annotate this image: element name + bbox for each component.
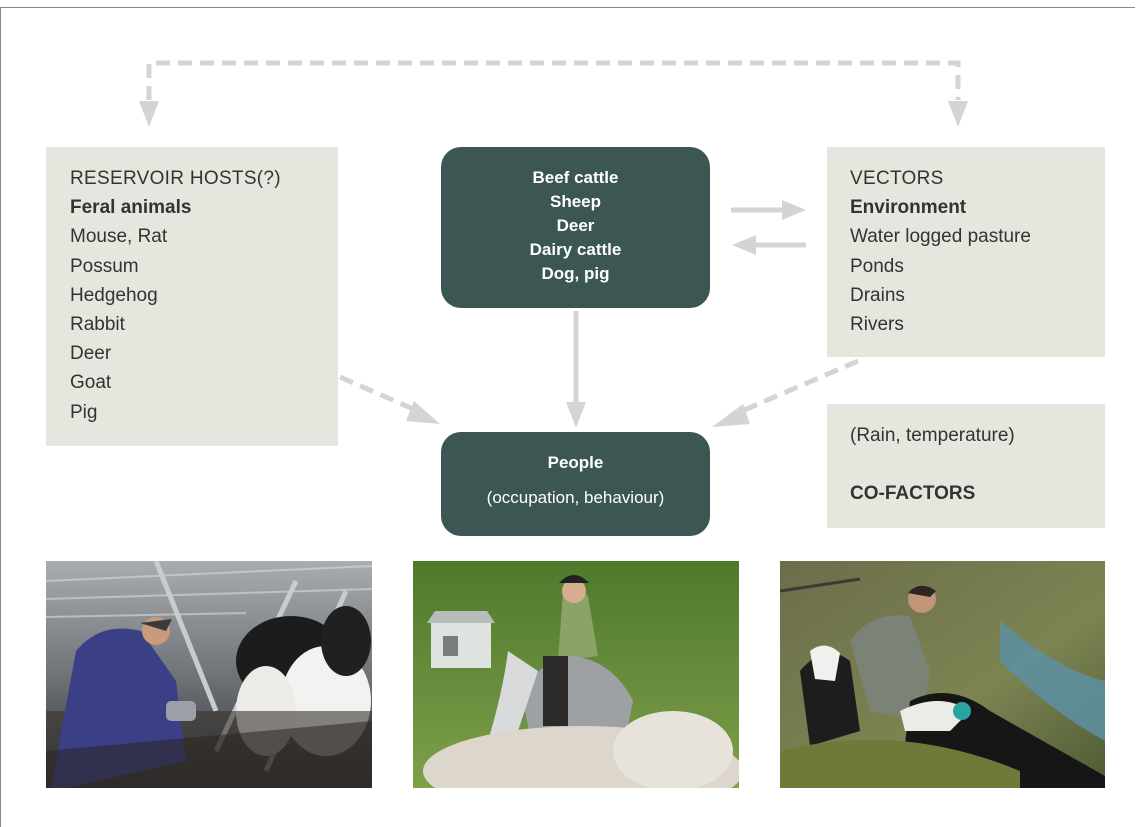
people-note: (occupation, behaviour) bbox=[486, 488, 665, 507]
reservoir-subheading: Feral animals bbox=[70, 197, 192, 219]
livestock-item: Dairy cattle bbox=[529, 240, 622, 259]
vectors-item: Water logged pasture bbox=[850, 226, 1031, 248]
dashed-vectors-to-people bbox=[734, 358, 859, 417]
reservoir-item: Hedgehog bbox=[70, 284, 158, 306]
vectors-item: Drains bbox=[850, 284, 905, 306]
arrowhead-livestock-to-vectors bbox=[782, 200, 806, 220]
figure-frame bbox=[0, 7, 1135, 827]
reservoir-hosts-box: RESERVOIR HOSTS(?) Feral animals Mouse, … bbox=[46, 147, 338, 446]
cofactors-box: (Rain, temperature) CO-FACTORS bbox=[827, 404, 1105, 528]
arrowhead-livestock-to-people bbox=[566, 402, 586, 428]
reservoir-item: Deer bbox=[70, 343, 112, 365]
livestock-item: Dog, pig bbox=[541, 264, 610, 283]
photo-horse-rider bbox=[413, 561, 739, 788]
vectors-item: Rivers bbox=[850, 314, 904, 336]
reservoir-heading: RESERVOIR HOSTS(?) bbox=[70, 168, 281, 189]
livestock-item: Beef cattle bbox=[532, 168, 619, 187]
vectors-box: VECTORS Environment Water logged pasture… bbox=[827, 147, 1105, 357]
reservoir-item: Goat bbox=[70, 372, 112, 394]
dashed-link-top bbox=[146, 60, 961, 100]
livestock-item: Deer bbox=[556, 216, 595, 235]
arrowhead-to-vectors bbox=[948, 101, 968, 127]
dashed-reservoir-to-people bbox=[338, 374, 422, 415]
cofactors-heading: CO-FACTORS bbox=[850, 483, 976, 505]
reservoir-item: Rabbit bbox=[70, 314, 125, 336]
arrowhead-vectors-to-people bbox=[712, 404, 750, 427]
reservoir-item: Pig bbox=[70, 401, 98, 423]
reservoir-item: Possum bbox=[70, 255, 139, 277]
arrowhead-to-reservoir bbox=[139, 101, 159, 127]
photo-farmer-dog-stream bbox=[780, 561, 1105, 788]
vectors-item: Ponds bbox=[850, 255, 904, 277]
cofactors-spacer bbox=[850, 450, 1105, 479]
people-title: People bbox=[547, 453, 604, 472]
arrowhead-reservoir-to-people bbox=[406, 401, 440, 424]
vectors-subheading: Environment bbox=[850, 197, 967, 219]
vectors-heading: VECTORS bbox=[850, 168, 944, 189]
livestock-item: Sheep bbox=[549, 192, 602, 211]
reservoir-item: Mouse, Rat bbox=[70, 226, 168, 248]
arrowhead-vectors-to-livestock bbox=[732, 235, 756, 255]
people-box: People (occupation, behaviour) bbox=[441, 432, 710, 536]
photo-milking-shed bbox=[46, 561, 372, 788]
livestock-box: Beef cattle Sheep Deer Dairy cattle Dog,… bbox=[441, 147, 710, 308]
cofactors-note: (Rain, temperature) bbox=[850, 425, 1015, 446]
